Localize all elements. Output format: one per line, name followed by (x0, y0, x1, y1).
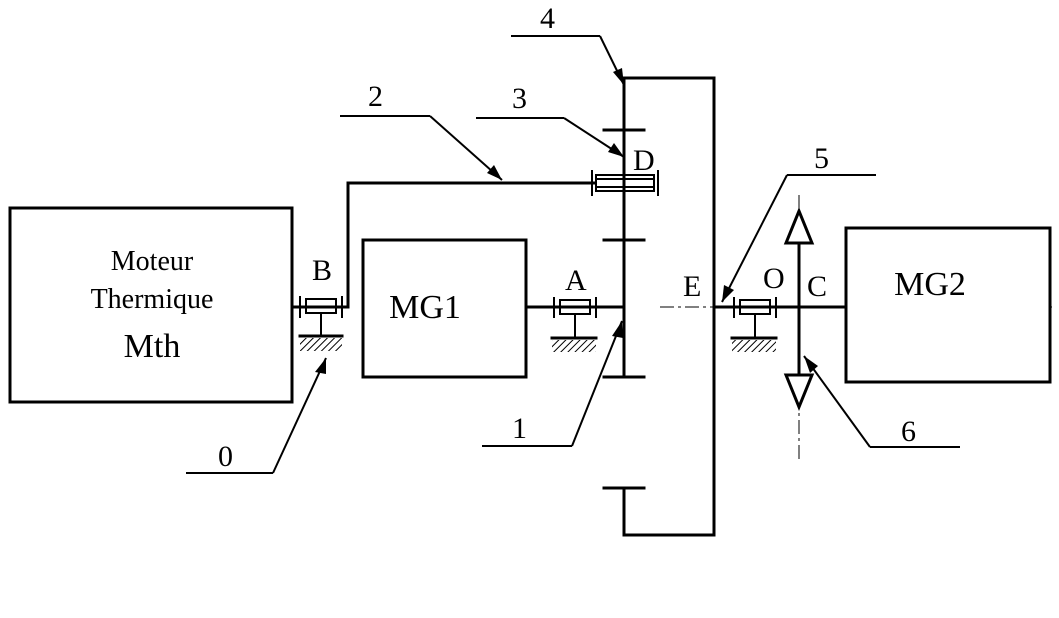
mg2-label: MG2 (894, 266, 966, 303)
point-label-b: B (312, 254, 332, 287)
callout-3: 3 (512, 82, 527, 115)
callout-4: 4 (540, 2, 555, 35)
point-label-o: O (763, 262, 785, 295)
leader-3: 3 (476, 82, 625, 158)
leader-2: 2 (340, 80, 503, 181)
leader-1: 1 (482, 320, 623, 447)
callout-5: 5 (814, 142, 829, 175)
mg2-block: MG2 (844, 226, 1052, 384)
callout-0: 0 (218, 440, 233, 473)
output-gear (783, 195, 815, 460)
leader-4: 4 (511, 2, 625, 86)
leader-6: 6 (803, 355, 960, 448)
point-label-d: D (633, 144, 655, 177)
bearing-o (730, 297, 778, 352)
callout-6: 6 (901, 415, 916, 448)
callout-1: 1 (512, 412, 527, 445)
leader-0: 0 (186, 357, 327, 474)
bearing-b (298, 296, 344, 351)
mg1-label: MG1 (389, 289, 461, 326)
engine-label-line2: Thermique (91, 284, 214, 315)
point-label-e: E (683, 270, 701, 303)
engine-label-line1: Moteur (111, 246, 194, 277)
bearing-a (550, 297, 598, 352)
planet-gear (591, 128, 659, 242)
engine-label-line3: Mth (124, 328, 181, 365)
point-label-a: A (565, 264, 587, 297)
mg1-block: MG1 (361, 238, 528, 379)
leader-5: 5 (721, 142, 876, 303)
callout-2: 2 (368, 80, 383, 113)
planet-carrier (346, 181, 597, 309)
point-label-c: C (807, 270, 827, 303)
engine-block: Moteur Thermique Mth (8, 206, 294, 404)
